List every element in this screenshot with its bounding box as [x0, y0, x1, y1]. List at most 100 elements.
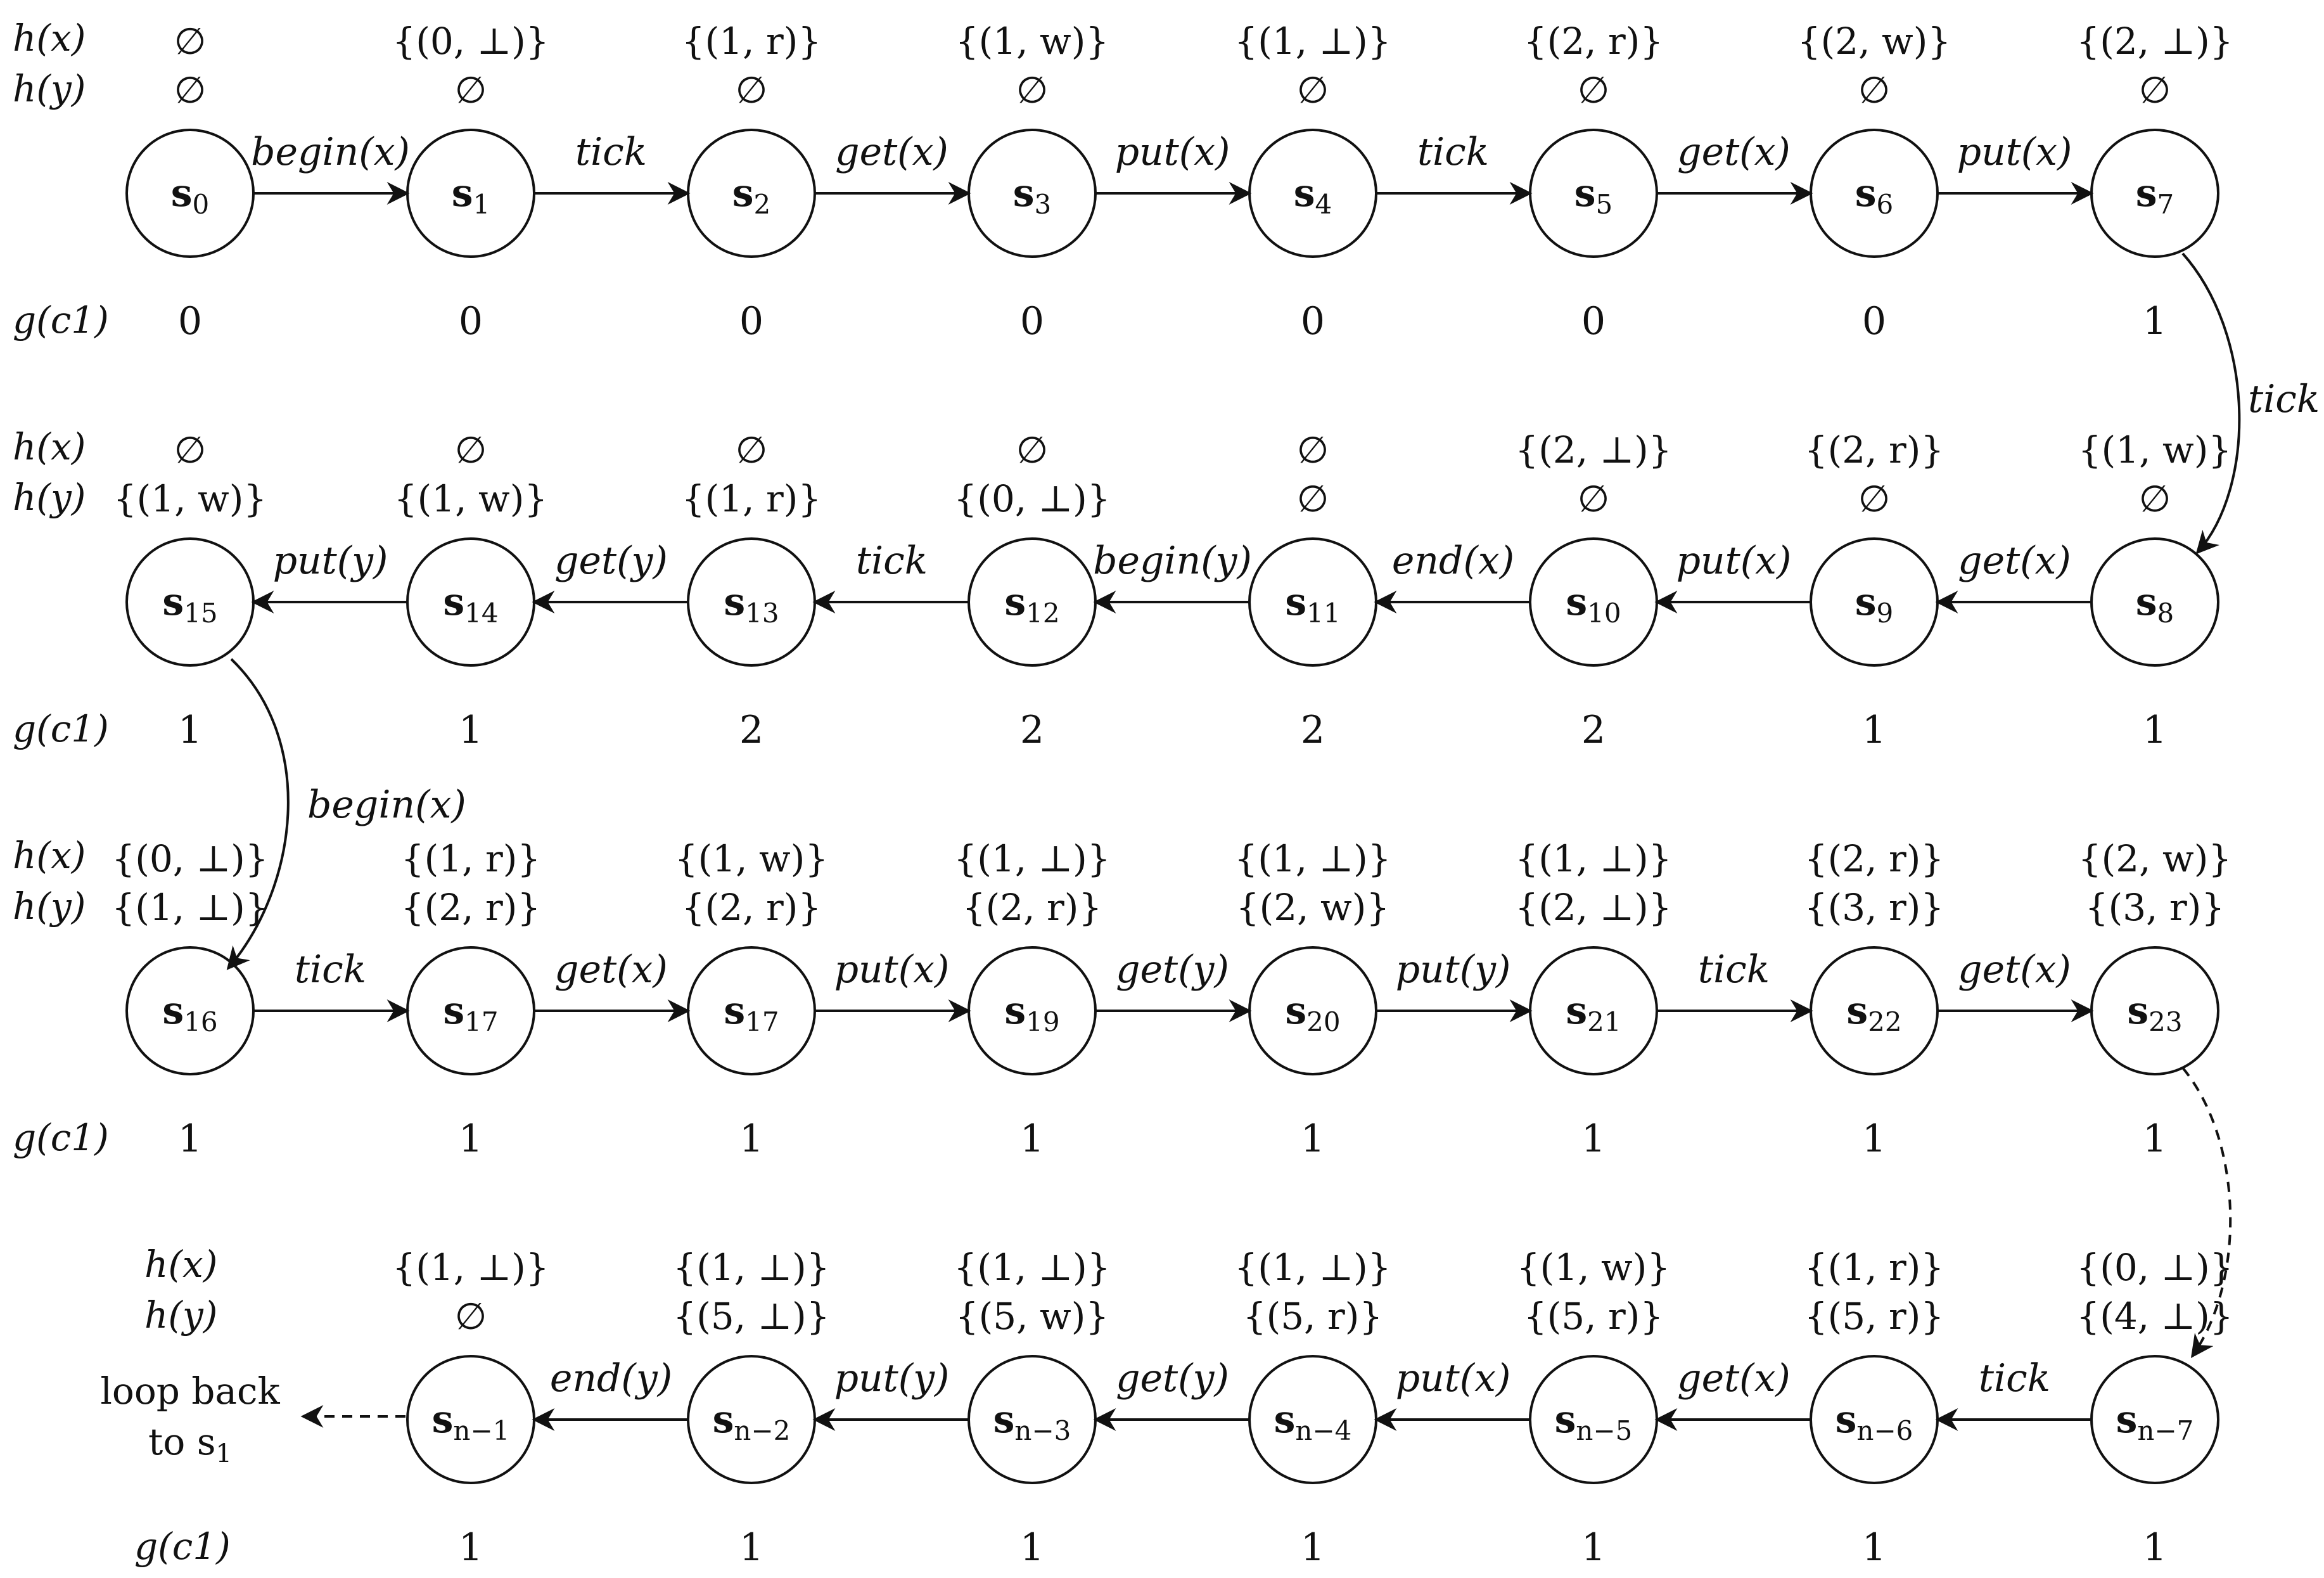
state-s23-label: s23: [2127, 989, 2182, 1037]
state-s17-hy-value: {(2, r)}: [682, 886, 822, 929]
state-s13-g-value: 2: [739, 708, 763, 752]
row1-hx-label: h(x): [13, 16, 86, 60]
state-s4-hx-value: {(1, ⊥)}: [1234, 20, 1391, 63]
state-s14-base: s: [443, 580, 464, 624]
state-s23-hx-value: {(2, w)}: [2078, 837, 2231, 880]
state-s16-hx-value: {(0, ⊥)}: [112, 837, 268, 880]
state-s17-label: s17: [724, 989, 779, 1037]
row2-g-label: g(c1): [13, 707, 109, 750]
state-s4-label: s4: [1294, 171, 1332, 220]
state-sn-minus-5: sn−5{(1, w)}{(5, r)}1: [1517, 1246, 1670, 1570]
state-s0-hy-value: ∅: [174, 68, 207, 112]
state-s15-label: s15: [162, 580, 217, 629]
row3-g-label: g(c1): [13, 1116, 109, 1159]
transition-label: get(y): [554, 539, 668, 583]
state-sn-minus-2-hx-value: {(1, ⊥)}: [673, 1246, 829, 1289]
row-4-edge-2: put(y): [812, 1356, 969, 1431]
state-s17-g-value: 1: [459, 1117, 483, 1161]
state-s3-hx-value: {(1, w)}: [955, 20, 1109, 63]
row-3-edge-2: get(x): [534, 947, 691, 1022]
state-s20-g-value: 1: [1301, 1117, 1325, 1161]
transition-label: get(x): [554, 947, 668, 992]
connector-s23-sn7: [2181, 1067, 2232, 1358]
state-rows: s0∅∅0s1{(0, ⊥)}∅0s2{(1, r)}∅0s3{(1, w)}∅…: [112, 20, 2233, 1570]
transition-label: put(x): [1676, 539, 1792, 583]
state-sn-minus-3: sn−3{(1, ⊥)}{(5, w)}1: [954, 1246, 1110, 1570]
state-s16-label: s16: [162, 989, 217, 1037]
transition-label: put(x): [1396, 1356, 1511, 1401]
state-s20: s20{(1, ⊥)}{(2, w)}1: [1234, 837, 1391, 1161]
state-sn-minus-4-subscript: n−4: [1295, 1415, 1351, 1446]
state-s12-hy-value: {(0, ⊥)}: [954, 477, 1110, 520]
state-s0-g-value: 0: [178, 299, 202, 343]
state-sn-minus-4-hy-value: {(5, r)}: [1243, 1295, 1383, 1338]
row-1-edge-3: get(x): [815, 130, 971, 205]
state-s6-hx-value: {(2, w)}: [1797, 20, 1951, 63]
connector-s15-s16: begin(x): [226, 658, 466, 970]
state-s1-hy-value: ∅: [455, 68, 487, 112]
transition-label: put(y): [834, 1356, 950, 1401]
state-sn-minus-7-label: sn−7: [2116, 1397, 2194, 1446]
transition-label: put(y): [273, 539, 388, 583]
state-s15: s15∅{(1, w)}1: [113, 428, 267, 752]
state-s14-g-value: 1: [459, 708, 483, 752]
state-s19-hy-value: {(2, r)}: [962, 886, 1102, 929]
state-s16-base: s: [162, 989, 184, 1033]
state-sn-minus-2-hy-value: {(5, ⊥)}: [673, 1295, 829, 1338]
state-s6-base: s: [1855, 171, 1877, 215]
row-1: s0∅∅0s1{(0, ⊥)}∅0s2{(1, r)}∅0s3{(1, w)}∅…: [125, 20, 2233, 343]
state-sn-minus-7-hy-value: {(4, ⊥)}: [2076, 1295, 2233, 1338]
state-sn-minus-1-g-value: 1: [459, 1525, 483, 1570]
state-sn-minus-5-subscript: n−5: [1576, 1415, 1632, 1446]
state-s9-label: s9: [1855, 580, 1894, 629]
transition-label: get(x): [1958, 539, 2071, 583]
state-s23: s23{(2, w)}{(3, r)}1: [2078, 837, 2231, 1161]
state-s2-label: s2: [732, 171, 771, 220]
row-1-edge-7: put(x): [1938, 130, 2094, 205]
connector-s23-sn7-arrow: [2181, 1067, 2232, 1358]
transition-label: put(y): [1396, 947, 1511, 992]
state-s2-hx-value: {(1, r)}: [682, 20, 822, 63]
loop-back-line1: loop back: [100, 1370, 280, 1413]
state-s23-base: s: [2127, 989, 2148, 1033]
state-sn-minus-4: sn−4{(1, ⊥)}{(5, r)}1: [1234, 1246, 1391, 1570]
state-s8-g-value: 1: [2143, 708, 2167, 752]
state-s2-g-value: 0: [739, 299, 763, 343]
row-2-edge-5: end(x): [1374, 539, 1530, 613]
state-sn-minus-1-hx-value: {(1, ⊥)}: [392, 1246, 549, 1289]
state-s15-subscript: 15: [184, 598, 217, 629]
state-s10-subscript: 10: [1587, 598, 1621, 629]
row-2-edge-4: begin(y): [1093, 539, 1252, 613]
state-s19-g-value: 1: [1020, 1117, 1044, 1161]
state-sn-minus-1-label: sn−1: [432, 1397, 510, 1446]
state-s16-g-value: 1: [178, 1117, 202, 1161]
state-s5-label: s5: [1574, 171, 1613, 220]
state-s7-g-value: 1: [2143, 299, 2167, 343]
state-s9: s9{(2, r)}∅1: [1804, 428, 1944, 752]
row2-hx-label: h(x): [13, 425, 86, 468]
row1-g-label: g(c1): [13, 298, 109, 342]
state-sn-minus-6-g-value: 1: [1862, 1525, 1886, 1570]
row-1-edge-2: tick: [534, 130, 691, 205]
state-s8-hy-value: ∅: [2139, 477, 2171, 520]
state-s1-subscript: 1: [473, 189, 490, 220]
state-s14-hy-value: {(1, w)}: [394, 477, 547, 520]
transition-label: put(x): [1115, 130, 1230, 174]
state-s9-subscript: 9: [1877, 598, 1894, 629]
state-s5-subscript: 5: [1596, 189, 1613, 220]
state-s4-base: s: [1294, 171, 1315, 215]
state-s6-hy-value: ∅: [1858, 68, 1891, 112]
loop-back-line2: to s1: [148, 1420, 232, 1468]
state-s13-base: s: [724, 580, 745, 624]
state-s11-hx-value: ∅: [1297, 428, 1329, 471]
state-s2-hy-value: ∅: [736, 68, 768, 112]
state-sn-minus-3-subscript: n−3: [1014, 1415, 1071, 1446]
row-4-edge-5: get(x): [1654, 1356, 1811, 1431]
row-2-edge-7: get(x): [1935, 539, 2091, 613]
state-s9-hy-value: ∅: [1858, 477, 1891, 520]
state-s20-subscript: 20: [1306, 1006, 1340, 1037]
state-s11-subscript: 11: [1306, 598, 1340, 629]
transition-label: tick: [856, 539, 928, 583]
